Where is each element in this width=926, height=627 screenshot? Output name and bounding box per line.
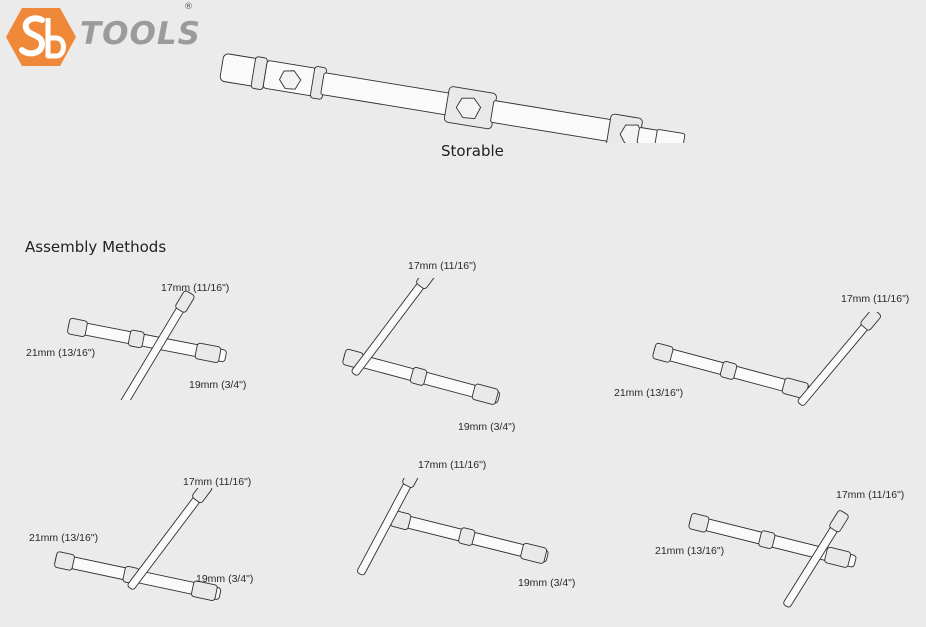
method-4-label-19mm: 19mm (3/4") — [196, 573, 254, 585]
assembly-method-5-illustration — [357, 478, 549, 576]
method-1-label-19mm: 19mm (3/4") — [189, 379, 247, 391]
method-1-label-17mm: 17mm (11/16") — [161, 282, 230, 294]
brand-name: TOOLS — [80, 16, 201, 52]
assembly-method-2-illustration — [342, 278, 501, 405]
method-6-label-17mm: 17mm (11/16") — [836, 489, 905, 501]
sb-logo-icon — [6, 8, 76, 66]
assembly-method-4-illustration — [54, 488, 222, 601]
assembly-heading: Assembly Methods — [25, 238, 167, 256]
registered-mark: ® — [184, 2, 193, 12]
method-6-label-21mm: 21mm (13/16") — [655, 545, 725, 557]
method-3-label-17mm: 17mm (11/16") — [841, 293, 910, 305]
storable-caption: Storable — [441, 142, 504, 160]
method-2-label-17mm: 17mm (11/16") — [408, 260, 477, 272]
assembly-method-3-illustration — [652, 312, 881, 406]
assembly-method-1-illustration — [67, 290, 227, 400]
method-4-label-17mm: 17mm (11/16") — [183, 476, 252, 488]
method-3-label-21mm: 21mm (13/16") — [614, 387, 684, 399]
method-5-label-19mm: 19mm (3/4") — [518, 577, 576, 589]
storable-tool-illustration — [219, 53, 686, 143]
method-2-label-19mm: 19mm (3/4") — [458, 421, 516, 433]
method-4-label-21mm: 21mm (13/16") — [29, 532, 99, 544]
method-5-label-17mm: 17mm (11/16") — [418, 459, 487, 471]
method-1-label-21mm: 21mm (13/16") — [26, 347, 96, 359]
assembly-method-6-illustration — [688, 510, 857, 608]
